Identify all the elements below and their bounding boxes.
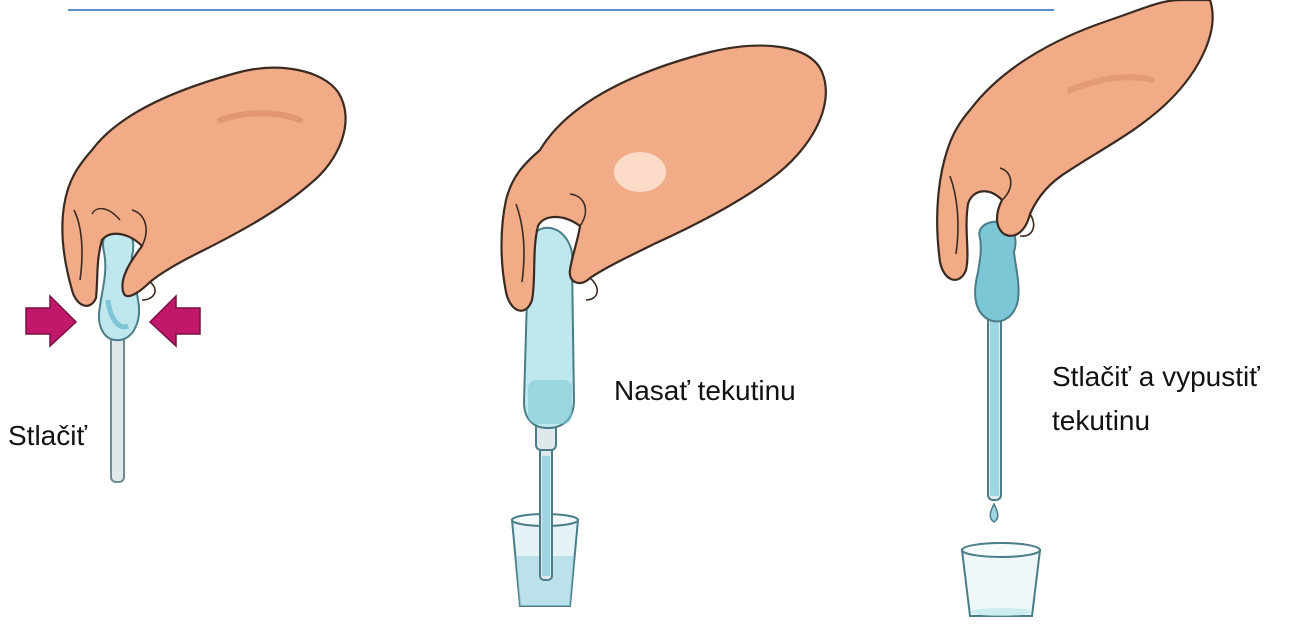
release-illustration [880, 0, 1293, 624]
arrow-right-icon [26, 296, 76, 346]
hand-icon [937, 0, 1212, 280]
arrow-left-icon [150, 296, 200, 346]
step-label-squeeze: Stlačiť [8, 417, 87, 455]
draw-illustration [440, 0, 860, 624]
step-label-draw: Nasať tekutinu [614, 372, 796, 410]
step-draw-liquid: Nasať tekutinu [440, 0, 860, 624]
step-squeeze: Stlačiť [0, 0, 380, 624]
squeeze-illustration [0, 0, 380, 624]
step-release-liquid: Stlačiť a vypustiť tekutinu [880, 0, 1293, 624]
step-label-release-line2: tekutinu [1052, 402, 1150, 440]
pipette-icon [975, 222, 1018, 500]
cup-icon [962, 543, 1040, 616]
drop-icon [990, 504, 998, 522]
step-label-release-line1: Stlačiť a vypustiť [1052, 358, 1260, 396]
